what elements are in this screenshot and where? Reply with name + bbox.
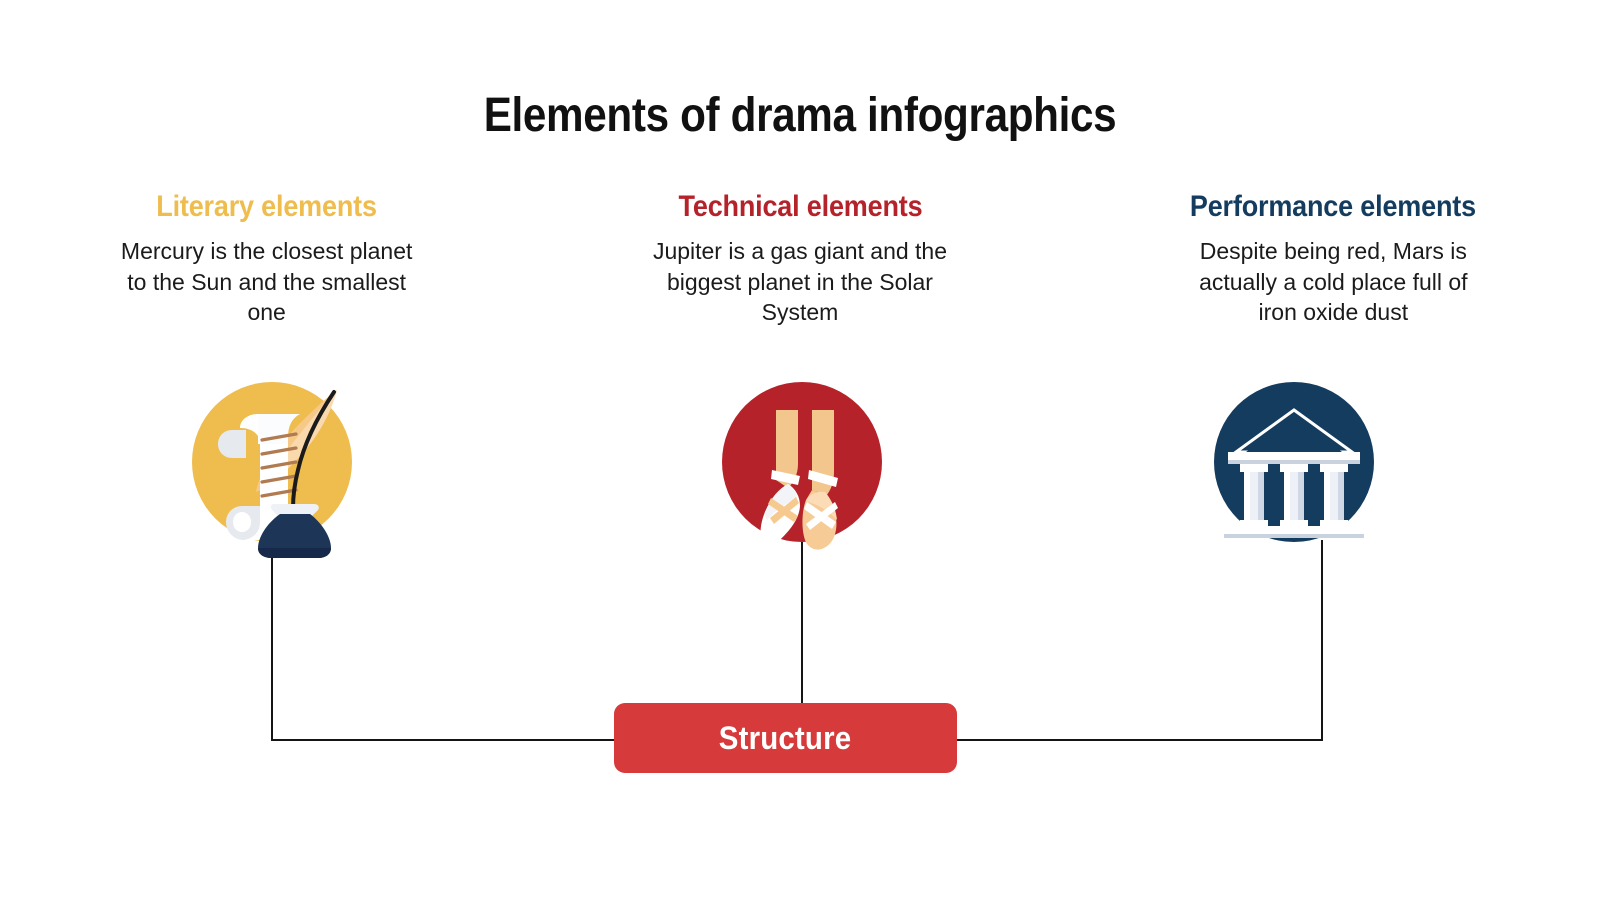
temple-columns <box>1240 464 1348 528</box>
columns-container: Literary elements Mercury is the closest… <box>0 190 1600 350</box>
structure-node-label: Structure <box>719 719 852 756</box>
icon-node-literary[interactable] <box>192 382 352 558</box>
scroll-quill-icon <box>218 390 337 558</box>
greek-temple-icon <box>1224 408 1364 538</box>
column-body-performance: Despite being red, Mars is actually a co… <box>1199 238 1468 325</box>
icon-node-technical[interactable] <box>722 382 882 550</box>
page-title: Elements of drama infographics <box>483 89 1117 142</box>
structure-node[interactable]: Structure <box>614 703 957 773</box>
icon-node-performance[interactable] <box>1214 382 1374 542</box>
column-literary: Literary elements Mercury is the closest… <box>0 190 533 350</box>
ballet-pointe-shoes-icon <box>760 410 838 550</box>
icon-circle-technical <box>722 382 882 542</box>
column-performance: Performance elements Despite being red, … <box>1067 190 1600 350</box>
column-technical: Technical elements Jupiter is a gas gian… <box>533 190 1066 350</box>
column-body-literary: Mercury is the closest planet to the Sun… <box>120 238 413 325</box>
column-heading-literary: Literary elements <box>156 190 377 223</box>
column-heading-performance: Performance elements <box>1190 190 1477 223</box>
column-body-technical: Jupiter is a gas giant and the biggest p… <box>652 238 948 325</box>
column-heading-technical: Technical elements <box>678 190 922 223</box>
